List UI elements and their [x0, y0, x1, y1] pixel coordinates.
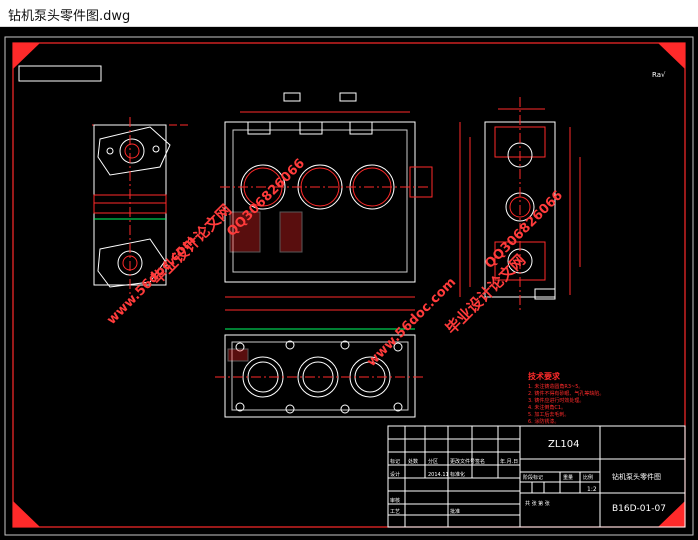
design-label: 设计 — [390, 471, 400, 478]
note-3: 3. 铸件应进行时效处理。 — [528, 397, 584, 404]
row-label-change: 更改文件号 — [450, 458, 475, 465]
note-2: 2. 铸件不得有砂眼、气孔等缺陷。 — [528, 390, 604, 397]
row-label-date: 年.月.日 — [500, 458, 518, 465]
inner-border — [12, 42, 686, 528]
weight-label: 重量 — [563, 474, 573, 481]
roughness-symbol: Ra√ — [652, 71, 666, 79]
process-label: 工艺 — [390, 509, 400, 515]
corner-mark-tr — [658, 43, 685, 69]
outer-border — [4, 36, 694, 536]
left-side-view — [92, 117, 190, 297]
window-titlebar: 钻机泵头零件图.dwg — [0, 0, 698, 27]
front-view — [220, 92, 433, 311]
approve-label: 批准 — [450, 508, 460, 515]
corner-mark-tl — [13, 43, 40, 69]
drawing-number-box — [18, 65, 102, 82]
watermark-brand-1: 毕业设计论文网 — [148, 201, 235, 288]
part-name-label: 钻机泵头零件图 — [612, 472, 661, 481]
notes-heading: 技术要求 — [528, 371, 561, 381]
sheet-label: 共 张 第 张 — [525, 500, 550, 507]
window-title: 钻机泵头零件图.dwg — [8, 9, 131, 24]
note-1: 1. 未注铸造圆角R3~5。 — [528, 383, 583, 390]
note-4: 4. 未注倒角C1。 — [528, 404, 566, 411]
drawing-canvas[interactable]: Ra√ — [0, 27, 698, 540]
drawing-number-label: B16D-01-07 — [612, 504, 666, 514]
title-block — [387, 425, 686, 528]
row-label-mark: 标记 — [390, 458, 400, 465]
note-6: 6. 涂防锈漆。 — [528, 418, 559, 425]
corner-mark-bl — [13, 501, 40, 527]
corner-mark-br — [658, 501, 685, 527]
scale-label: 1:2 — [587, 486, 597, 493]
ratio-label: 比例 — [583, 474, 593, 481]
row-label-sign: 签名 — [475, 458, 485, 465]
date-value: 2014.11 — [428, 472, 449, 478]
watermarks: www.56doc.com www.56doc.com QQ306826066 … — [104, 156, 566, 370]
title-block-text: ZL104 钻机泵头零件图 B16D-01-07 1:2 阶段标记 重量 比例 … — [390, 439, 666, 515]
row-label-count: 处数 — [408, 458, 418, 465]
stage-label: 阶段标记 — [523, 474, 543, 481]
review-label: 审核 — [390, 497, 400, 504]
cad-drawing[interactable]: Ra√ — [0, 27, 698, 540]
technical-notes: 技术要求 1. 未注铸造圆角R3~5。 2. 铸件不得有砂眼、气孔等缺陷。 3.… — [528, 371, 604, 425]
note-5: 5. 加工后去毛刺。 — [528, 411, 569, 418]
row-label-zone: 分区 — [428, 458, 438, 465]
right-section-view — [459, 97, 581, 312]
material-label: ZL104 — [548, 439, 580, 450]
standard-label: 标准化 — [450, 471, 465, 478]
bottom-view — [215, 328, 425, 418]
